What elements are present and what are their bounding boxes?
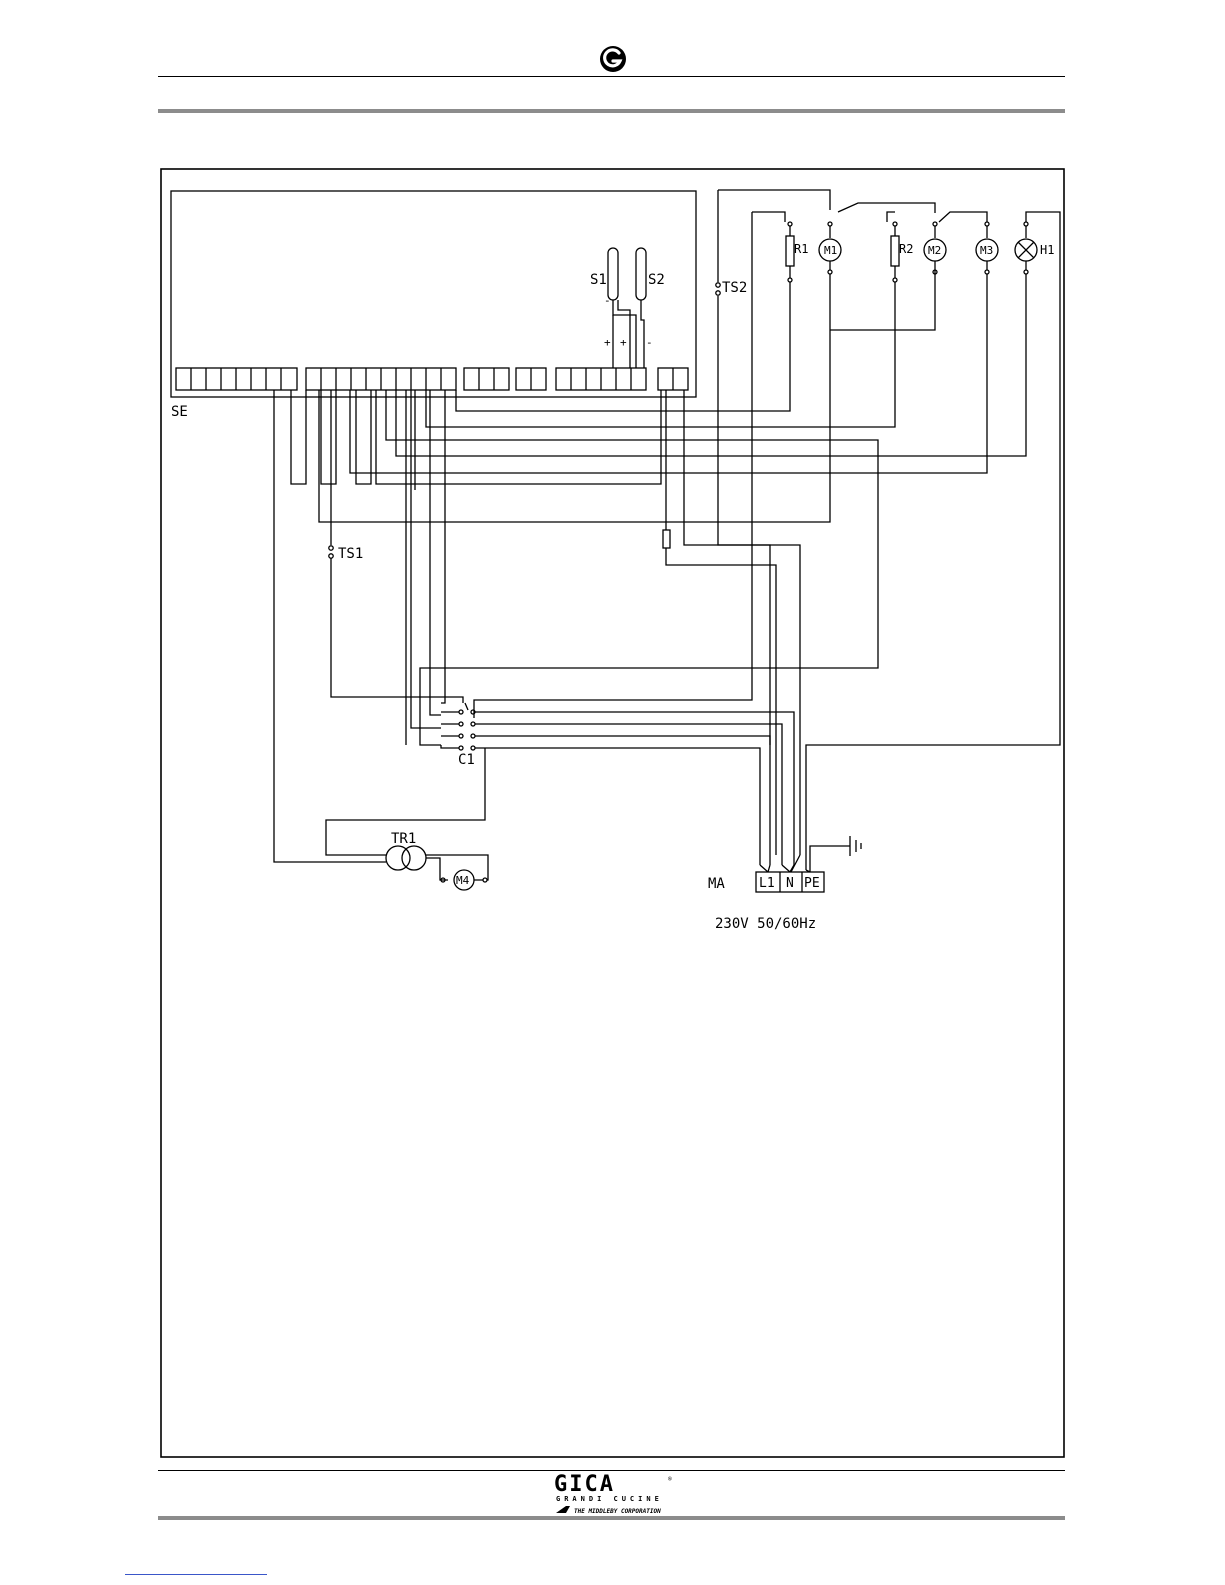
- m1-label: M1: [824, 244, 837, 257]
- sensor-minus-b: -: [646, 336, 653, 349]
- svg-text:®: ®: [668, 1476, 672, 1483]
- sensor-plus-b: +: [620, 336, 627, 349]
- sensor-plus-a: +: [604, 336, 611, 349]
- footer-rule-thin: [158, 1470, 1065, 1471]
- h1-label: H1: [1040, 243, 1054, 257]
- r1-label: R1: [794, 242, 808, 256]
- ts1-label: TS1: [338, 546, 363, 562]
- terminal-pe-label: PE: [804, 876, 820, 891]
- gica-logo-icon: [598, 44, 628, 74]
- page-link-underline[interactable]: [125, 1574, 267, 1575]
- sensor-s1-label: S1: [590, 272, 607, 288]
- controller-box: [171, 191, 696, 397]
- resistor-r1: [786, 236, 794, 266]
- m2-label: M2: [928, 244, 941, 257]
- transformer-tr1-a: [386, 846, 410, 870]
- controller-label: SE: [171, 404, 188, 420]
- header-rule-thick: [158, 109, 1065, 113]
- terminal-l1-label: L1: [759, 876, 775, 891]
- m3-label: M3: [980, 244, 993, 257]
- sensor-s1-minus: -: [604, 294, 611, 307]
- transformer-tr1-b: [402, 846, 426, 870]
- gica-footer-logo: GICA ® GRANDI CUCINE THE MIDDLEBY CORPOR…: [554, 1473, 674, 1515]
- c1-label: C1: [458, 752, 475, 768]
- resistor-r2: [891, 236, 899, 266]
- supply-voltage-label: 230V 50/60Hz: [715, 916, 816, 932]
- sensor-s2-label: S2: [648, 272, 665, 288]
- probe-s2: [636, 248, 646, 300]
- ts2-label: TS2: [722, 280, 747, 296]
- wiring-diagram: SE S1 S2 - + + - TS2 R1 M1 R2 M2 M3 H1 T…: [160, 168, 1065, 1458]
- tr1-label: TR1: [391, 831, 416, 847]
- svg-text:GRANDI CUCINE: GRANDI CUCINE: [556, 1495, 663, 1503]
- fuse: [663, 530, 670, 548]
- svg-text:THE MIDDLEBY CORPORATION: THE MIDDLEBY CORPORATION: [574, 1508, 661, 1515]
- m4-label: M4: [456, 874, 470, 887]
- r2-label: R2: [899, 242, 913, 256]
- terminal-n-label: N: [786, 876, 794, 891]
- footer-rule-thick: [158, 1516, 1065, 1520]
- probe-s1: [608, 248, 618, 300]
- mains-label: MA: [708, 876, 725, 892]
- header-rule-thin: [158, 76, 1065, 77]
- svg-text:GICA: GICA: [554, 1473, 615, 1497]
